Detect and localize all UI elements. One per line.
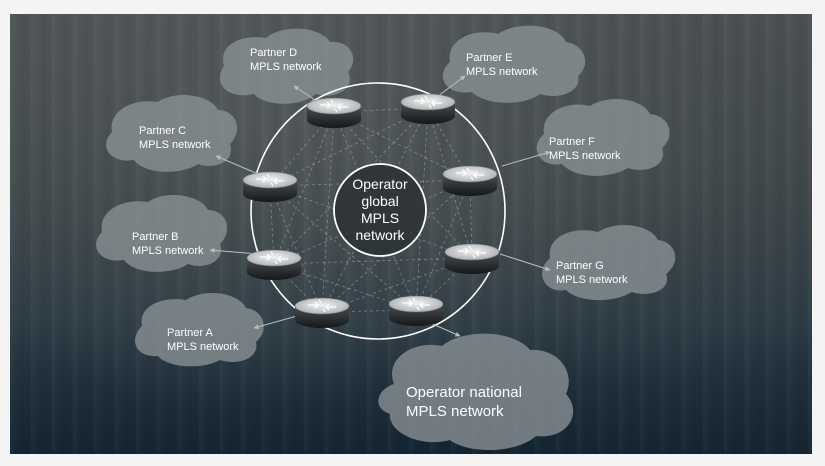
partner-a-name: Partner A <box>167 327 213 339</box>
center-label-line4: network <box>355 227 405 243</box>
partner-f-name: Partner F <box>549 136 595 148</box>
mesh-link <box>415 107 429 311</box>
partner-c-network: MPLS network <box>139 139 211 151</box>
mesh-link <box>321 111 335 313</box>
cloud-partner-b <box>96 195 228 272</box>
arrow-to-partner-b <box>209 247 259 255</box>
cloud-partner-e <box>442 25 586 103</box>
mesh-link <box>269 185 417 311</box>
cloud-partner-a <box>135 293 264 367</box>
operator-national-line2: MPLS network <box>406 403 504 420</box>
partner-b-label: Partner B MPLS network <box>132 230 204 258</box>
cloud-operator-national <box>378 333 574 451</box>
arrow-to-partner-c <box>215 155 259 175</box>
partner-b-network: MPLS network <box>132 245 204 257</box>
router-icon <box>242 171 298 202</box>
partner-g-network: MPLS network <box>556 274 628 286</box>
operator-national-label: Operator national MPLS network <box>406 383 522 421</box>
partner-d-label: Partner D MPLS network <box>250 46 322 74</box>
arrow-to-partner-e <box>437 75 466 97</box>
network-diagram: Operator global MPLS network Partner A M… <box>10 14 812 454</box>
partner-d-name: Partner D <box>250 47 298 59</box>
arrow-to-partner-d <box>293 85 316 101</box>
arrow-to-national <box>427 321 461 337</box>
partner-g-label: Partner G MPLS network <box>556 259 628 287</box>
partner-e-name: Partner E <box>466 52 513 64</box>
arrow-to-partner-g <box>499 253 551 272</box>
mesh-link <box>269 185 323 313</box>
operator-national-line1: Operator national <box>406 384 522 401</box>
partner-arrows <box>209 75 551 337</box>
cloud-partner-c <box>106 95 238 172</box>
mesh-link <box>269 107 429 187</box>
partner-d-network: MPLS network <box>250 61 322 73</box>
router-icon <box>388 295 444 326</box>
mesh-link <box>269 111 335 187</box>
partner-clouds <box>96 25 676 451</box>
center-label: Operator global MPLS network <box>340 176 420 244</box>
partner-a-network: MPLS network <box>167 341 239 353</box>
partner-e-network: MPLS network <box>466 66 538 78</box>
routers <box>242 93 500 328</box>
partner-e-label: Partner E MPLS network <box>466 51 538 79</box>
partner-b-name: Partner B <box>132 231 179 243</box>
partner-f-network: MPLS network <box>549 150 621 162</box>
cloud-partner-d <box>219 28 354 104</box>
router-icon <box>306 97 362 128</box>
partner-a-label: Partner A MPLS network <box>167 326 239 354</box>
partner-c-name: Partner C <box>139 125 187 137</box>
center-label-line2: global <box>361 193 399 209</box>
router-icon <box>444 243 500 274</box>
partner-g-name: Partner G <box>556 260 604 272</box>
cloud-partner-f <box>536 99 670 176</box>
arrow-to-partner-f <box>501 150 551 167</box>
router-icon <box>400 93 456 124</box>
partner-c-label: Partner C MPLS network <box>139 124 211 152</box>
cloud-partner-g <box>542 225 676 301</box>
core-circle <box>333 163 427 257</box>
diagram-graphics <box>96 25 676 451</box>
global-network-ring <box>250 82 506 340</box>
partner-f-label: Partner F MPLS network <box>549 135 621 163</box>
router-icon <box>442 165 498 196</box>
center-label-line3: MPLS <box>360 210 400 226</box>
mesh-link <box>273 257 473 265</box>
router-icon <box>246 249 302 280</box>
router-icon <box>294 297 350 328</box>
center-label-line1: Operator <box>352 176 408 192</box>
